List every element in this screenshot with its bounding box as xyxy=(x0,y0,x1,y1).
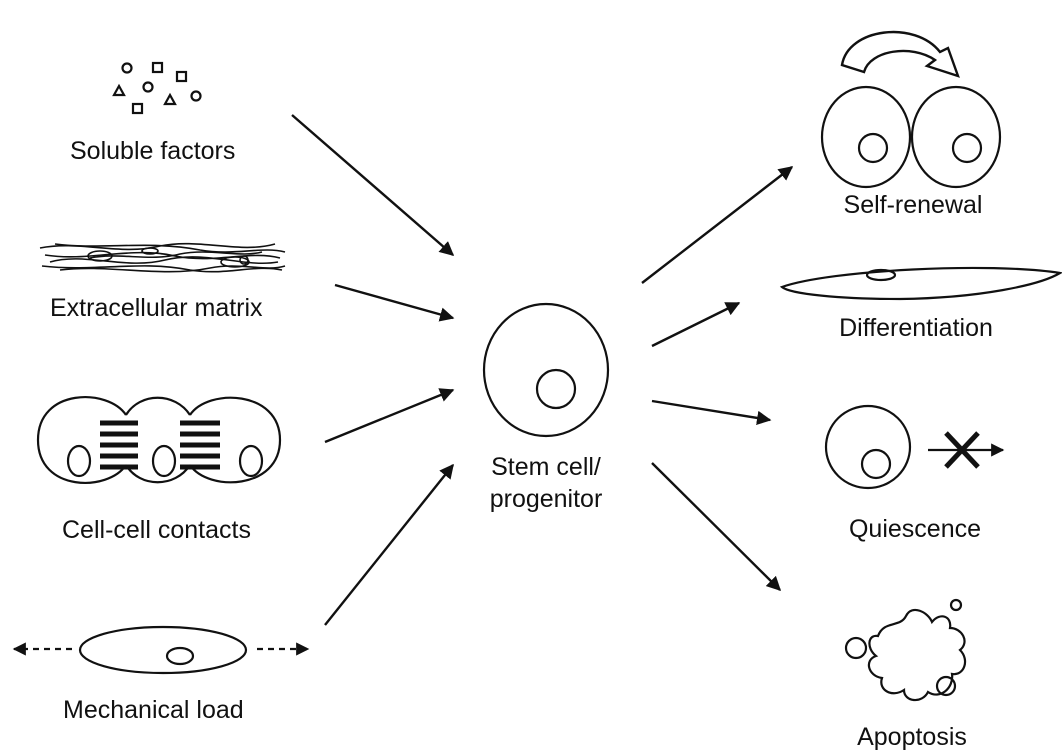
label-stem-cell-line2: progenitor xyxy=(490,484,603,514)
quiescence-icon xyxy=(826,406,1003,488)
label-quiescence: Quiescence xyxy=(849,514,981,544)
arrow-matrix-to-stem xyxy=(335,285,453,318)
arrow-mechanical-to-stem xyxy=(325,465,453,625)
apoptosis-icon xyxy=(846,600,965,700)
cell-cell-contacts-icon xyxy=(38,397,280,483)
arrow-stem-to-differentiation xyxy=(652,303,739,346)
label-cell-cell-contacts: Cell-cell contacts xyxy=(62,515,251,545)
self-renewal-icon xyxy=(822,32,1000,187)
label-extracellular-matrix: Extracellular matrix xyxy=(50,293,263,323)
label-differentiation: Differentiation xyxy=(839,313,993,343)
differentiation-icon xyxy=(782,268,1060,299)
label-mechanical-load: Mechanical load xyxy=(63,695,244,725)
arrow-contacts-to-stem xyxy=(325,390,453,442)
label-soluble-factors: Soluble factors xyxy=(70,136,235,166)
stem-cell-icon xyxy=(484,304,608,436)
input-arrows xyxy=(292,115,453,625)
label-self-renewal: Self-renewal xyxy=(844,190,983,220)
mechanical-load-icon xyxy=(14,627,308,673)
arrow-stem-to-apoptosis xyxy=(652,463,780,590)
arrow-stem-to-quiescence xyxy=(652,401,770,420)
label-stem-cell-line1: Stem cell/ xyxy=(491,452,601,482)
output-arrows xyxy=(642,167,792,590)
arrow-stem-to-self-renewal xyxy=(642,167,792,283)
soluble-factors-icon xyxy=(114,63,201,113)
extracellular-matrix-icon xyxy=(40,244,285,272)
arrow-soluble-to-stem xyxy=(292,115,453,255)
label-apoptosis: Apoptosis xyxy=(857,722,967,752)
